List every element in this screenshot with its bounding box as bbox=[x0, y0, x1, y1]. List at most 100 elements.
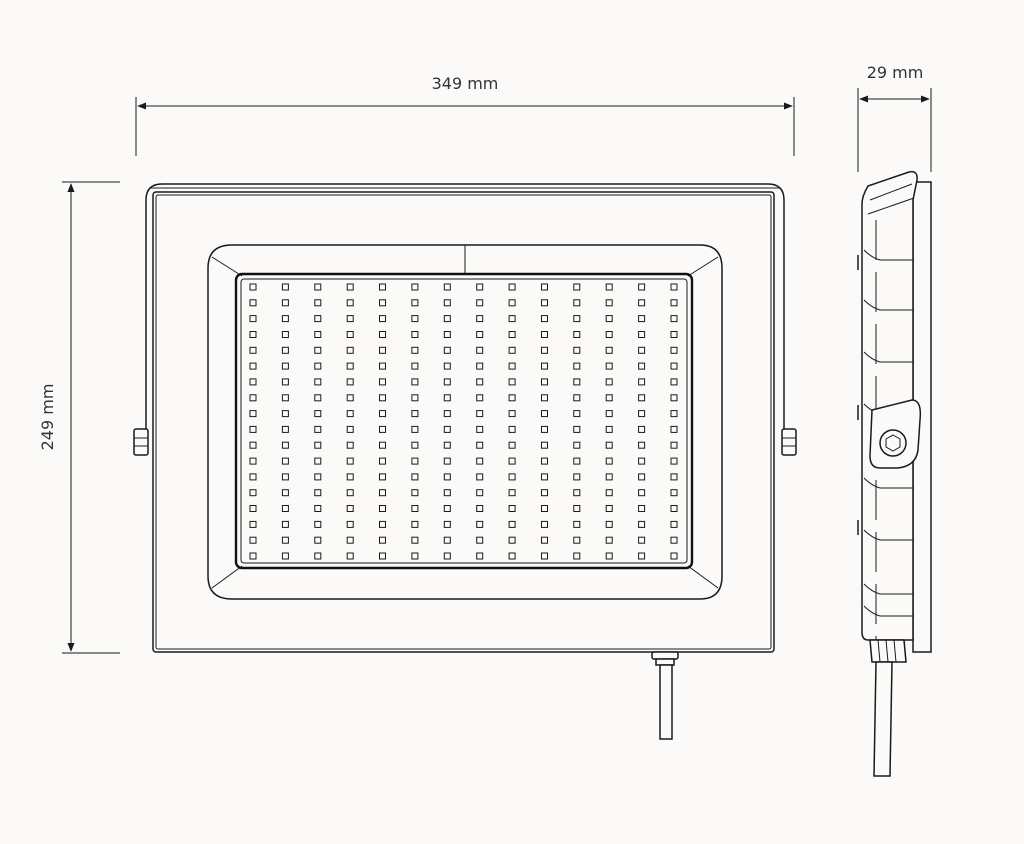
led-chip bbox=[249, 331, 257, 338]
heat-fin bbox=[863, 249, 913, 261]
led-chip bbox=[573, 394, 581, 402]
led-chip bbox=[541, 536, 548, 544]
led-chip bbox=[411, 394, 419, 402]
led-chip bbox=[670, 394, 678, 402]
led-chip bbox=[249, 473, 257, 481]
led-chip bbox=[476, 378, 484, 386]
led-chip bbox=[670, 362, 678, 370]
led-chip bbox=[346, 394, 354, 402]
led-chip bbox=[541, 425, 548, 433]
led-chip bbox=[346, 552, 354, 560]
led-chip bbox=[605, 536, 613, 544]
led-chip bbox=[281, 299, 289, 307]
led-chip bbox=[605, 457, 613, 465]
led-chip bbox=[508, 536, 516, 544]
led-chip bbox=[476, 457, 484, 465]
led-chip bbox=[508, 331, 516, 338]
led-chip bbox=[314, 378, 322, 386]
led-chip bbox=[411, 346, 419, 354]
led-chip bbox=[411, 315, 419, 323]
led-chip bbox=[443, 410, 451, 418]
led-chip bbox=[638, 331, 646, 338]
led-chip bbox=[346, 520, 354, 528]
led-chip bbox=[314, 346, 322, 354]
led-chip bbox=[249, 505, 257, 512]
led-chip bbox=[379, 520, 386, 528]
led-chip bbox=[314, 489, 322, 497]
led-chip bbox=[411, 520, 419, 528]
led-chip bbox=[670, 410, 678, 418]
led-chip bbox=[573, 410, 581, 418]
led-chip bbox=[379, 425, 386, 433]
led-chip bbox=[443, 331, 451, 338]
led-chip bbox=[379, 378, 386, 386]
led-chip bbox=[249, 520, 257, 528]
led-chip bbox=[443, 425, 451, 433]
led-chip bbox=[379, 331, 386, 338]
led-chip bbox=[605, 315, 613, 323]
led-chip bbox=[476, 331, 484, 338]
led-chip bbox=[443, 473, 451, 481]
led-chip bbox=[281, 410, 289, 418]
led-chip bbox=[346, 425, 354, 433]
led-chip bbox=[638, 505, 646, 512]
led-panel bbox=[234, 272, 694, 570]
led-chip bbox=[508, 315, 516, 323]
led-chip bbox=[281, 505, 289, 512]
led-chip bbox=[573, 315, 581, 323]
led-chip bbox=[281, 552, 289, 560]
led-chip bbox=[508, 283, 516, 291]
led-chip bbox=[314, 410, 322, 418]
led-chip bbox=[249, 410, 257, 418]
led-chip bbox=[346, 441, 354, 449]
led-chip bbox=[346, 410, 354, 418]
led-chip bbox=[379, 552, 386, 560]
heat-fin bbox=[863, 583, 913, 595]
led-chip bbox=[249, 394, 257, 402]
led-chip bbox=[670, 283, 678, 291]
led-chip bbox=[605, 299, 613, 307]
led-chip bbox=[281, 473, 289, 481]
led-chip bbox=[346, 457, 354, 465]
led-chip bbox=[638, 425, 646, 433]
led-chip bbox=[476, 346, 484, 354]
led-chip bbox=[541, 520, 548, 528]
led-chip bbox=[508, 489, 516, 497]
led-chip bbox=[411, 283, 419, 291]
led-chip bbox=[346, 505, 354, 512]
led-chip bbox=[573, 331, 581, 338]
led-chip bbox=[476, 362, 484, 370]
depth-dimension: 29 mm bbox=[857, 63, 932, 172]
led-chip bbox=[670, 489, 678, 497]
led-chip bbox=[508, 299, 516, 307]
led-chip bbox=[411, 331, 419, 338]
width-dimension: 349 mm bbox=[135, 74, 795, 156]
led-chip bbox=[670, 473, 678, 481]
led-chip bbox=[314, 283, 322, 291]
led-chip bbox=[281, 457, 289, 465]
led-chip bbox=[476, 410, 484, 418]
led-chip bbox=[249, 299, 257, 307]
led-chip bbox=[443, 489, 451, 497]
led-chip bbox=[443, 457, 451, 465]
led-chip bbox=[411, 505, 419, 512]
side-top-bevel bbox=[867, 197, 915, 215]
led-chip bbox=[541, 346, 548, 354]
led-chip bbox=[638, 299, 646, 307]
led-chip bbox=[476, 489, 484, 497]
led-chip bbox=[605, 552, 613, 560]
side-cable-gland bbox=[869, 639, 907, 663]
led-chip bbox=[508, 457, 516, 465]
led-chip bbox=[508, 362, 516, 370]
led-chip bbox=[508, 473, 516, 481]
led-chip bbox=[249, 283, 257, 291]
led-chip bbox=[638, 457, 646, 465]
led-chip bbox=[379, 441, 386, 449]
led-chip bbox=[638, 441, 646, 449]
led-chip bbox=[476, 425, 484, 433]
pivot-bolt bbox=[879, 429, 907, 457]
led-chip bbox=[476, 394, 484, 402]
led-chip bbox=[249, 536, 257, 544]
led-chip bbox=[508, 346, 516, 354]
housing-outer bbox=[152, 191, 775, 653]
